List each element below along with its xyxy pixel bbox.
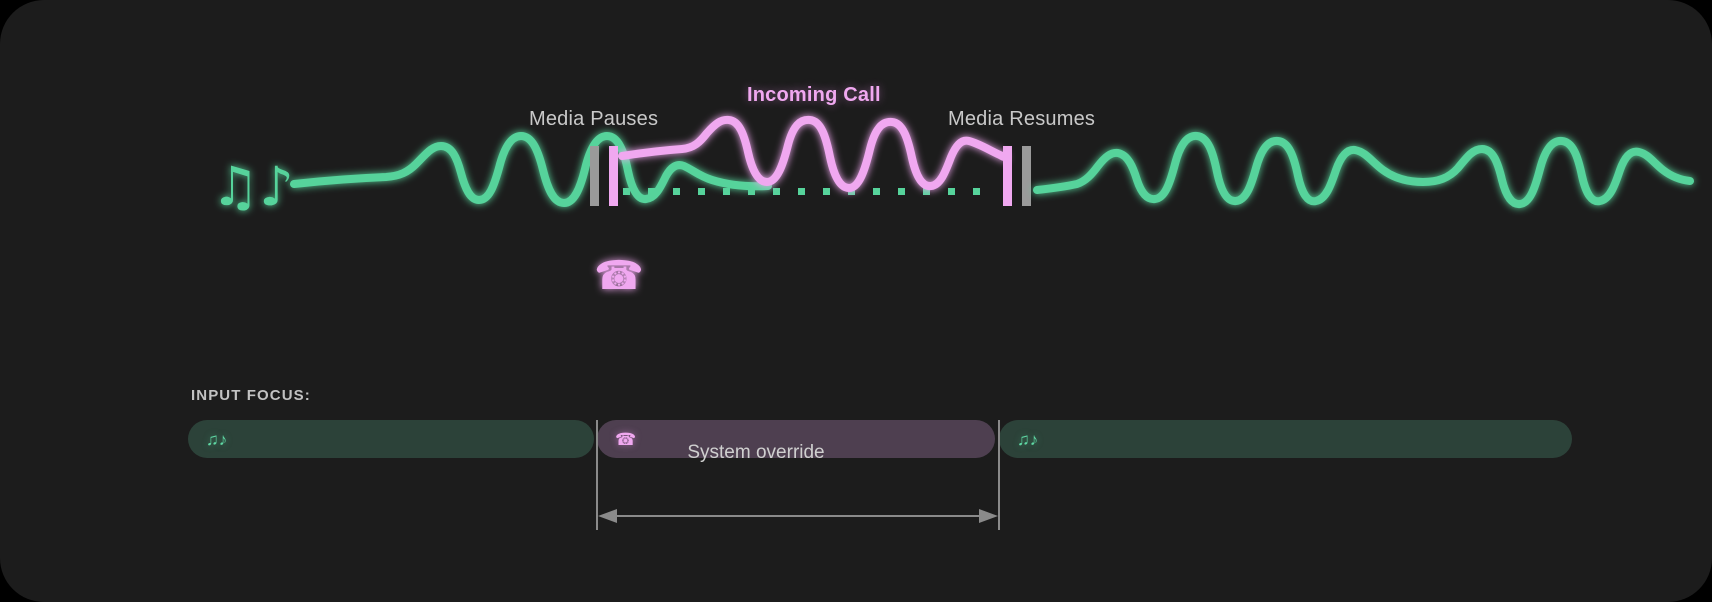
- focus-bar-media-after[interactable]: ♫♪: [999, 420, 1572, 458]
- input-focus-caption: INPUT FOCUS:: [191, 387, 311, 404]
- phone-icon: ☎: [615, 429, 637, 449]
- system-override-label: System override: [687, 442, 825, 463]
- media-wave-before: [290, 132, 772, 207]
- override-arrow-head-left: [598, 509, 617, 523]
- pause-marker-gray: [590, 146, 599, 206]
- focus-bar-media-before[interactable]: ♫♪: [188, 420, 594, 458]
- svg-text:☎: ☎: [594, 253, 644, 299]
- music-notes-icon: ♫♪: [1017, 429, 1039, 449]
- phone-icon: ☎: [594, 253, 644, 299]
- audio-timeline: ♫♪: [211, 84, 1694, 299]
- svg-text:♫♪: ♫♪: [211, 155, 294, 218]
- call-start-marker-pink: [609, 146, 618, 206]
- call-end-marker-pink: [1003, 146, 1012, 206]
- music-notes-icon: ♫♪: [206, 429, 228, 449]
- focus-bar-call[interactable]: ☎: [597, 420, 995, 458]
- media-pauses-label: Media Pauses: [529, 108, 659, 130]
- override-annotation: [596, 420, 1000, 530]
- incoming-call-label: Incoming Call: [747, 84, 881, 106]
- resume-marker-gray: [1022, 146, 1031, 206]
- override-arrow-head-right: [979, 509, 998, 523]
- call-wave: [618, 115, 1008, 192]
- input-focus-section: INPUT FOCUS: ♫♪ ☎ ♫♪ System override: [0, 330, 1712, 602]
- media-resumes-label: Media Resumes: [948, 108, 1096, 130]
- music-notes-icon: ♫♪: [211, 155, 294, 218]
- media-wave-after: [1033, 132, 1694, 209]
- waveform-canvas: ♫♪: [211, 115, 1694, 299]
